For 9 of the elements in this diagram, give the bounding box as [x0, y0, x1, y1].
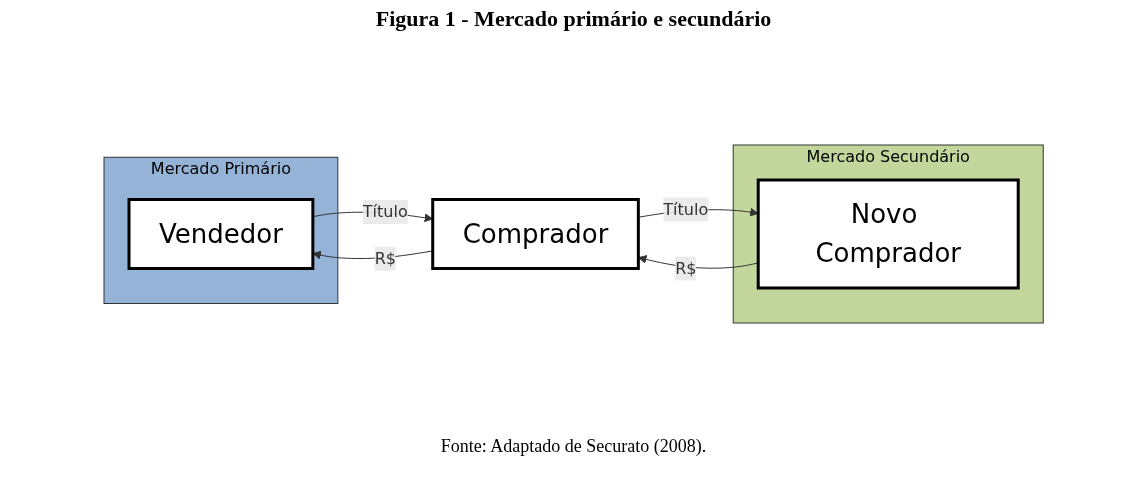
- edge-label: Título: [362, 202, 408, 221]
- edge-label: Título: [663, 199, 709, 219]
- node-box: Novo Comprador: [756, 178, 1020, 290]
- edge-label: R$: [374, 248, 396, 268]
- figure-title: Figura 1 - Mercado primário e secundário: [374, 6, 773, 32]
- figure-caption: Fonte: Adaptado de Securato (2008).: [439, 436, 708, 457]
- edge-label: R$: [675, 258, 697, 278]
- node-box: Comprador: [431, 198, 640, 270]
- node-box: Vendedor: [127, 198, 315, 270]
